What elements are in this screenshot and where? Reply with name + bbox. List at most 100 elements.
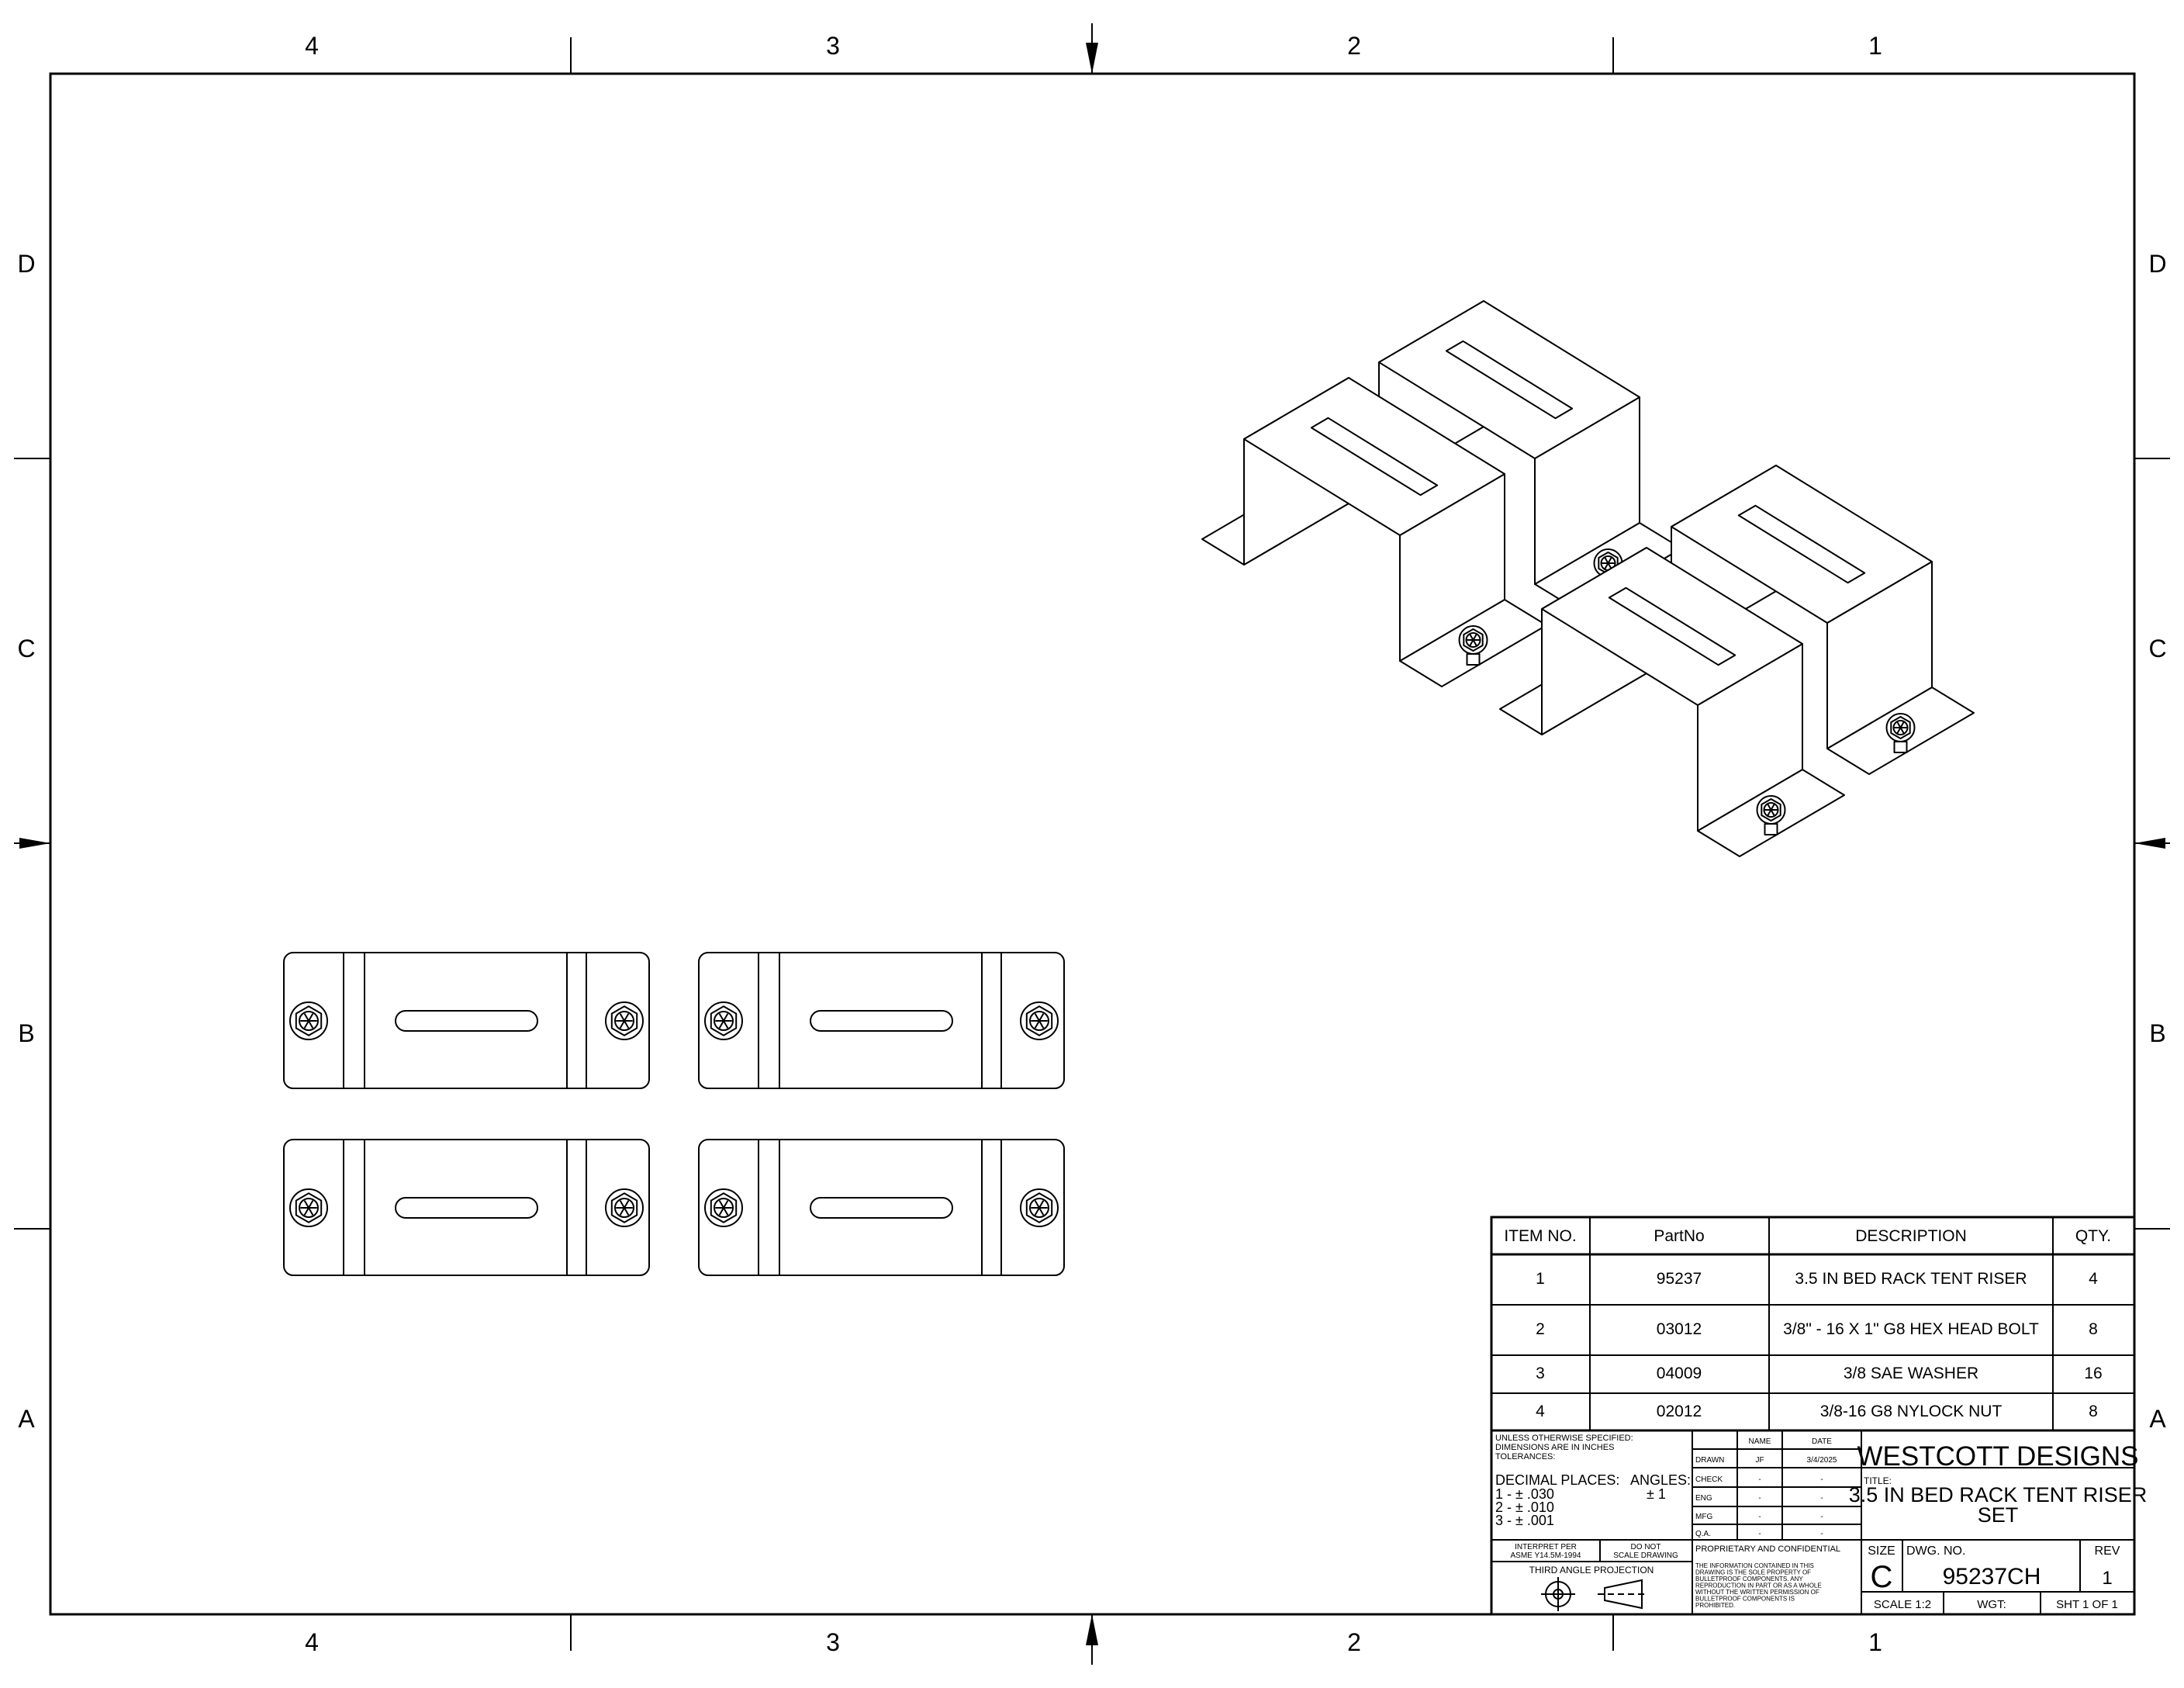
slot xyxy=(1310,417,1439,496)
approval-role: CHECK xyxy=(1695,1475,1723,1484)
slot xyxy=(395,1197,538,1219)
approval-name: - xyxy=(1758,1475,1761,1484)
bracket-plan xyxy=(283,1139,650,1276)
approval-name: JF xyxy=(1755,1456,1764,1465)
company-name: WESTCOTT DESIGNS xyxy=(1857,1441,2139,1472)
zone-row-label: A xyxy=(2149,1405,2166,1433)
projection-label: THIRD ANGLE PROJECTION xyxy=(1529,1565,1654,1576)
dwg-no-label: DWG. NO. xyxy=(1906,1544,1965,1558)
proprietary-notice-line: THE INFORMATION CONTAINED IN THIS xyxy=(1695,1562,1814,1569)
zone-col-label: 4 xyxy=(305,1628,319,1656)
approval-date: - xyxy=(1820,1513,1823,1521)
zone-row-label: C xyxy=(2148,635,2166,662)
hex-bolt-icon xyxy=(1458,625,1488,655)
revision: 1 xyxy=(2102,1568,2112,1589)
bom-description: 3/8-16 G8 NYLOCK NUT xyxy=(1820,1403,2003,1420)
title-block: UNLESS OTHERWISE SPECIFIED: DIMENSIONS A… xyxy=(1490,1429,2148,1616)
bom-item-no: 4 xyxy=(1536,1403,1545,1420)
zone-labels: 4 3 2 1 4 3 2 1 D C B A D C B A xyxy=(17,32,2166,1656)
approval-date: 3/4/2025 xyxy=(1807,1456,1837,1465)
drawing-border xyxy=(49,72,2136,1616)
hex-bolt-icon xyxy=(704,1001,743,1040)
unless-note: UNLESS OTHERWISE SPECIFIED: xyxy=(1495,1434,1633,1443)
center-arrows xyxy=(19,43,2165,1645)
scale: SCALE 1:2 xyxy=(1874,1598,1931,1611)
bracket-plan xyxy=(283,952,650,1089)
bom-item-no: 1 xyxy=(1536,1270,1545,1288)
proprietary-notice-line: BULLETPROOF COMPONENTS. ANY xyxy=(1695,1576,1803,1582)
slot xyxy=(810,1197,953,1219)
bom-description: 3.5 IN BED RACK TENT RISER xyxy=(1795,1270,2027,1288)
bom-qty: 8 xyxy=(2089,1320,2098,1338)
hex-bolt-icon xyxy=(704,1188,743,1227)
approval-name: - xyxy=(1758,1530,1761,1538)
top-plan-view xyxy=(283,952,1065,1276)
drawing-title: 3.5 IN BED RACK TENT RISER xyxy=(1849,1483,2148,1506)
bracket-plan xyxy=(698,952,1065,1089)
bom-qty: 16 xyxy=(2084,1365,2102,1382)
riser-bracket xyxy=(1201,377,1547,687)
nut xyxy=(1764,823,1778,835)
slot xyxy=(1737,504,1866,584)
dims-note: DIMENSIONS ARE IN INCHES xyxy=(1495,1443,1614,1452)
proprietary-label: PROPRIETARY AND CONFIDENTIAL xyxy=(1695,1544,1840,1554)
proprietary-notice-line: BULLETPROOF COMPONENTS IS xyxy=(1695,1596,1795,1603)
slot xyxy=(1445,340,1574,420)
isometric-assembly-view xyxy=(1201,300,1975,857)
bom-description: 3/8" - 16 X 1" G8 HEX HEAD BOLT xyxy=(1783,1320,2039,1338)
angle-tolerance: ± 1 xyxy=(1647,1486,1666,1502)
approval-date: - xyxy=(1820,1494,1823,1503)
tolerance-2: 2 - ± .010 xyxy=(1495,1499,1554,1515)
decimal-places-label: DECIMAL PLACES: xyxy=(1495,1472,1619,1488)
name-header: NAME xyxy=(1749,1437,1771,1446)
nut xyxy=(1466,653,1481,666)
hex-bolt-icon xyxy=(1756,795,1786,825)
bom-part-no: 02012 xyxy=(1657,1403,1702,1420)
proprietary-notice-line: REPRODUCTION IN PART OR AS A WHOLE xyxy=(1695,1582,1822,1589)
zone-row-label: D xyxy=(2148,250,2166,278)
zone-col-label: 4 xyxy=(305,32,319,60)
hex-bolt-icon xyxy=(289,1188,328,1227)
zone-row-label: A xyxy=(18,1405,35,1433)
bracket-plan xyxy=(698,1139,1065,1276)
slot xyxy=(1608,586,1736,666)
nut xyxy=(1893,741,1908,753)
bom-item-no: 2 xyxy=(1536,1320,1545,1338)
rev-label: REV xyxy=(2095,1544,2120,1558)
tolerances-label: TOLERANCES: xyxy=(1495,1452,1555,1461)
bom-item-no: 3 xyxy=(1536,1365,1545,1382)
third-angle-projection-icon xyxy=(1541,1577,1648,1611)
proprietary-notice-line: DRAWING IS THE SOLE PROPERTY OF xyxy=(1695,1569,1811,1576)
approval-role: DRAWN xyxy=(1695,1456,1724,1465)
bom-qty: 4 xyxy=(2089,1270,2098,1288)
drawing-number: 95237CH xyxy=(1943,1564,2041,1589)
approval-name: - xyxy=(1758,1513,1761,1521)
zone-row-label: B xyxy=(2149,1019,2165,1047)
riser-bracket xyxy=(1629,465,1975,775)
hex-bolt-icon xyxy=(605,1001,644,1040)
date-header: DATE xyxy=(1812,1437,1832,1446)
do-not-scale-note: DO NOT xyxy=(1631,1543,1661,1551)
bom-header-partno: PartNo xyxy=(1654,1227,1704,1245)
weight: WGT: xyxy=(1977,1598,2006,1611)
hex-bolt-icon xyxy=(289,1001,328,1040)
tolerance-3: 3 - ± .001 xyxy=(1495,1513,1554,1528)
riser-bracket xyxy=(1499,547,1845,857)
hex-bolt-icon xyxy=(605,1188,644,1227)
bom-header-item: ITEM NO. xyxy=(1504,1227,1576,1245)
slot xyxy=(395,1010,538,1032)
bom-part-no: 04009 xyxy=(1657,1365,1702,1382)
drawing-title-line2: SET xyxy=(1978,1503,2019,1527)
angles-label: ANGLES: xyxy=(1630,1472,1691,1488)
bom-qty: 8 xyxy=(2089,1403,2098,1420)
zone-col-label: 2 xyxy=(1347,1628,1361,1656)
zone-col-label: 3 xyxy=(826,1628,840,1656)
sheet-size: C xyxy=(1871,1560,1893,1594)
approval-role: Q.A. xyxy=(1695,1530,1711,1538)
hex-bolt-icon xyxy=(1020,1001,1059,1040)
proprietary-notice-line: PROHIBITED. xyxy=(1695,1602,1735,1609)
approval-role: MFG xyxy=(1695,1513,1712,1521)
